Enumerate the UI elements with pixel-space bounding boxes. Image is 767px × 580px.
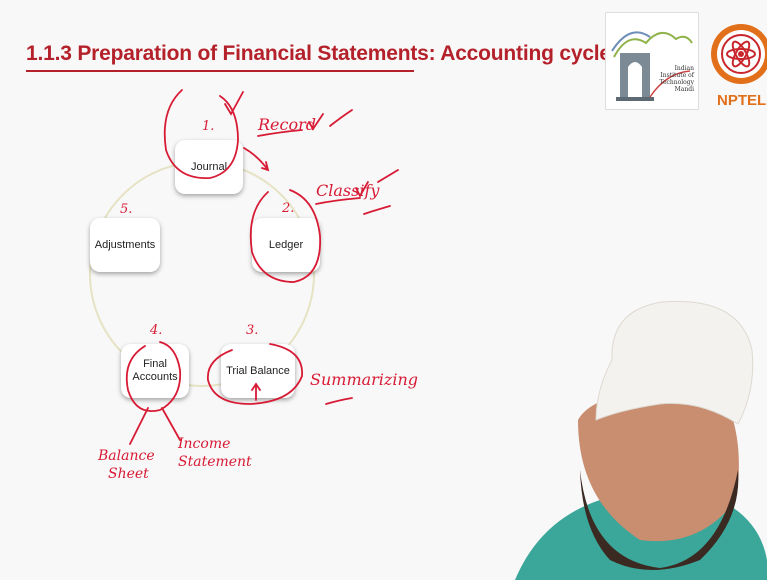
nptel-label: NPTEL: [717, 92, 767, 109]
circle-journal: [163, 89, 239, 179]
underline-record: [257, 129, 303, 137]
circle-trial-balance: [207, 343, 303, 405]
title-underline: [26, 70, 414, 72]
note-income-statement-2: Statement: [178, 454, 252, 470]
underline-classify: [315, 197, 361, 205]
check-mark-icon: [355, 181, 369, 198]
note-record: Record: [257, 115, 316, 134]
stage-label-final-accounts: Final Accounts: [132, 358, 178, 383]
stage-journal: Journal: [175, 140, 243, 194]
tick-dash: [377, 169, 399, 183]
stage-ledger: Ledger: [252, 218, 320, 272]
check-mark-icon: [308, 113, 324, 131]
iit-mandi-logo: Indian Institute of Technology Mandi: [605, 12, 699, 110]
presenter-face: [578, 391, 739, 542]
nptel-logo: NPTEL: [705, 12, 767, 109]
stage-label-ledger: Ledger: [268, 238, 304, 251]
circle-ledger: [249, 189, 321, 283]
underline-summarizing: [325, 397, 353, 405]
note-balance-sheet-2: Sheet: [108, 466, 149, 482]
note-summarizing: Summarizing: [310, 370, 418, 389]
tick-dash: [329, 109, 353, 127]
note-n2: 2.: [281, 201, 294, 216]
nptel-emblem-icon: [711, 24, 767, 84]
stage-adjustments: Adjustments: [90, 218, 160, 272]
note-classify: Classify: [316, 181, 380, 200]
note-n4: 4.: [149, 323, 162, 338]
iit-emblem-icon: [611, 31, 693, 101]
stage-label-journal: Journal: [190, 160, 228, 173]
note-income-statement-1: Income: [177, 436, 230, 452]
stage-label-trial-balance: Trial Balance: [226, 364, 290, 377]
arrow-journal-to-ledger: [243, 147, 270, 172]
check-mark-icon: [224, 91, 244, 116]
stage-trial-balance: Trial Balance: [221, 344, 295, 398]
slide-title: 1.1.3 Preparation of Financial Statement…: [26, 42, 611, 65]
note-balance-sheet-1: Balance: [97, 448, 155, 464]
circle-final-accounts: [125, 341, 182, 412]
note-n1: 1.: [202, 119, 214, 134]
note-n5: 5.: [120, 202, 132, 217]
underline-classify-2: [363, 205, 391, 215]
branch-balance-sheet: [129, 407, 149, 445]
up-arrow-icon: [251, 382, 261, 401]
branch-income-statement: [161, 407, 181, 441]
stage-label-adjustments: Adjustments: [94, 238, 156, 251]
presenter-turban: [595, 300, 754, 425]
note-n3: 3.: [246, 323, 258, 338]
iit-logo-text: Indian Institute of Technology Mandi: [659, 65, 694, 93]
